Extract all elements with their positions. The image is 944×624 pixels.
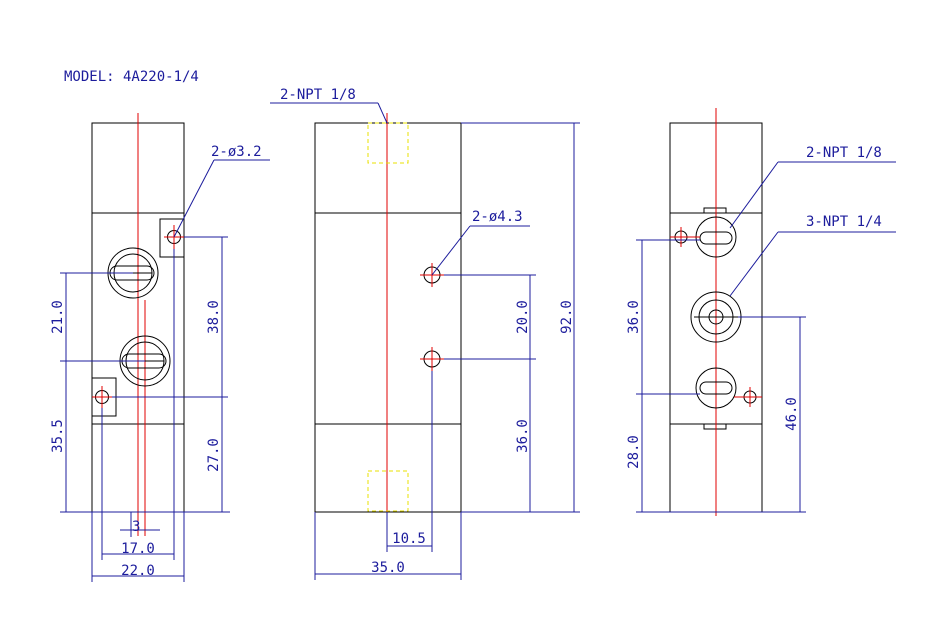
middle-view: 2-NPT 1/8 2-ø4.3 20.0 36.0 92.0 10.5 35.… [270, 87, 580, 580]
right-port-lower [695, 367, 737, 409]
left-dim-3: 3 [132, 519, 140, 535]
right-dim-28: 28.0 [626, 435, 642, 469]
left-dim-21: 21.0 [50, 300, 66, 334]
right-port-note-a: 2-NPT 1/8 [806, 145, 882, 161]
model-title: MODEL: 4A220-1/4 [64, 69, 199, 85]
middle-hole-note: 2-ø4.3 [472, 209, 523, 225]
middle-dim-92: 92.0 [559, 300, 575, 334]
middle-dim-20: 20.0 [515, 300, 531, 334]
right-hole-upper [670, 227, 700, 247]
middle-hidden-port-bottom [367, 470, 409, 512]
left-dim-38: 38.0 [206, 300, 222, 334]
middle-hidden-port-top [367, 122, 409, 164]
left-dim-17: 17.0 [121, 541, 155, 557]
left-dim-27: 27.0 [206, 438, 222, 472]
right-port-note-b: 3-NPT 1/4 [806, 214, 882, 230]
left-hole-note: 2-ø3.2 [211, 144, 262, 160]
middle-dim-36: 36.0 [515, 419, 531, 453]
middle-dim-10-5: 10.5 [392, 531, 426, 547]
middle-body-outline [314, 122, 462, 513]
right-view: 2-NPT 1/8 3-NPT 1/4 36.0 28.0 46.0 [626, 108, 896, 516]
left-dim-22: 22.0 [121, 563, 155, 579]
middle-hole-lower [420, 347, 444, 371]
left-view: 2-ø3.2 21.0 35.5 38.0 27.0 3 17.0 22.0 [50, 113, 270, 582]
right-dim-36: 36.0 [626, 300, 642, 334]
middle-dim-35: 35.0 [371, 560, 405, 576]
right-port-middle [690, 291, 742, 343]
right-dim-46: 46.0 [784, 397, 800, 431]
right-hole-lower [734, 387, 762, 407]
left-dim-35-5: 35.5 [50, 419, 66, 453]
middle-port-note: 2-NPT 1/8 [280, 87, 356, 103]
